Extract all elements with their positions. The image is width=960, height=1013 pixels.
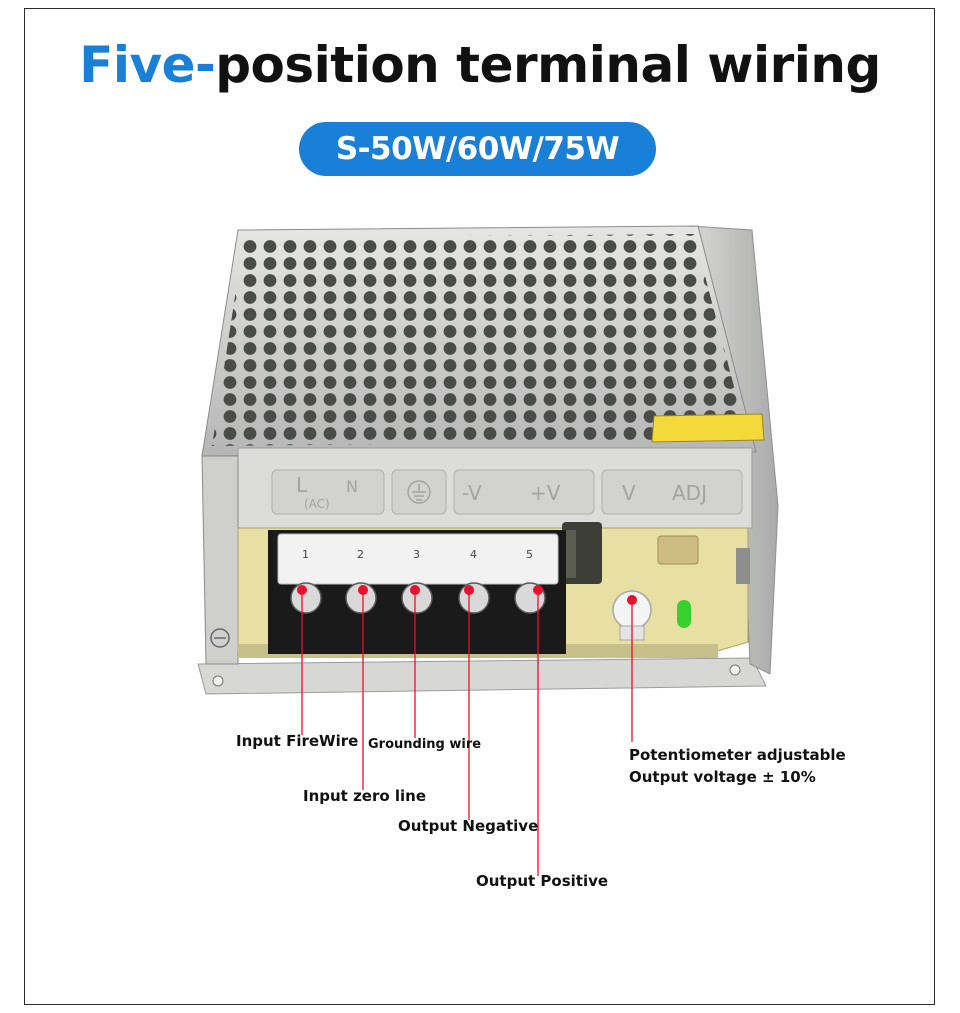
- terminal-number-3: 3: [413, 548, 420, 561]
- marking-plus-v: +V: [530, 481, 561, 505]
- callout-potentiometer-line2: Output voltage ± 10%: [629, 768, 816, 786]
- terminal-number-5: 5: [526, 548, 533, 561]
- side-component: [736, 548, 750, 584]
- terminal-number-2: 2: [357, 548, 364, 561]
- marker-dot-terminal-4: [464, 585, 474, 595]
- marker-dot-terminal-3: [410, 585, 420, 595]
- callout-potentiometer-line1: Potentiometer adjustable: [629, 746, 846, 764]
- title-accent: Five-: [79, 36, 216, 94]
- page-title: Five-position terminal wiring: [0, 36, 960, 94]
- marker-dot-terminal-1: [297, 585, 307, 595]
- callout-input-zero-line: Input zero line: [303, 787, 427, 805]
- terminal-number-1: 1: [302, 548, 309, 561]
- top-cover: [201, 225, 765, 457]
- callout-input-firewire: Input FireWire: [236, 732, 359, 750]
- marking-v: V: [622, 481, 636, 505]
- marking-n: N: [346, 477, 358, 496]
- led-indicator-icon: [677, 600, 691, 628]
- marking-adj: ADJ: [672, 481, 707, 505]
- callout-grounding-wire: Grounding wire: [368, 737, 482, 752]
- image-frame: [24, 8, 935, 1005]
- base-plate: [197, 657, 767, 695]
- callout-output-positive: Output Positive: [476, 872, 609, 890]
- marker-dot-potentiometer: [627, 595, 637, 605]
- ground-symbol-icon: [407, 480, 431, 504]
- fuse-component: [657, 535, 699, 565]
- marker-dot-terminal-2: [358, 585, 368, 595]
- model-badge: S-50W/60W/75W: [299, 122, 656, 176]
- capacitor: [562, 522, 602, 584]
- callout-output-negative: Output Negative: [398, 817, 539, 835]
- terminal-number-4: 4: [470, 548, 477, 561]
- terminal-screw-4: [458, 582, 490, 614]
- terminal-screw-2: [345, 582, 377, 614]
- marking-ac: (AC): [304, 497, 330, 511]
- title-rest: position terminal wiring: [215, 36, 881, 94]
- marking-minus-v: -V: [462, 481, 482, 505]
- terminal-screw-3: [401, 582, 433, 614]
- marking-l: L: [296, 473, 308, 497]
- front-cover-lip: L (AC) N -V +V V ADJ: [237, 447, 753, 529]
- marker-dot-terminal-5: [533, 585, 543, 595]
